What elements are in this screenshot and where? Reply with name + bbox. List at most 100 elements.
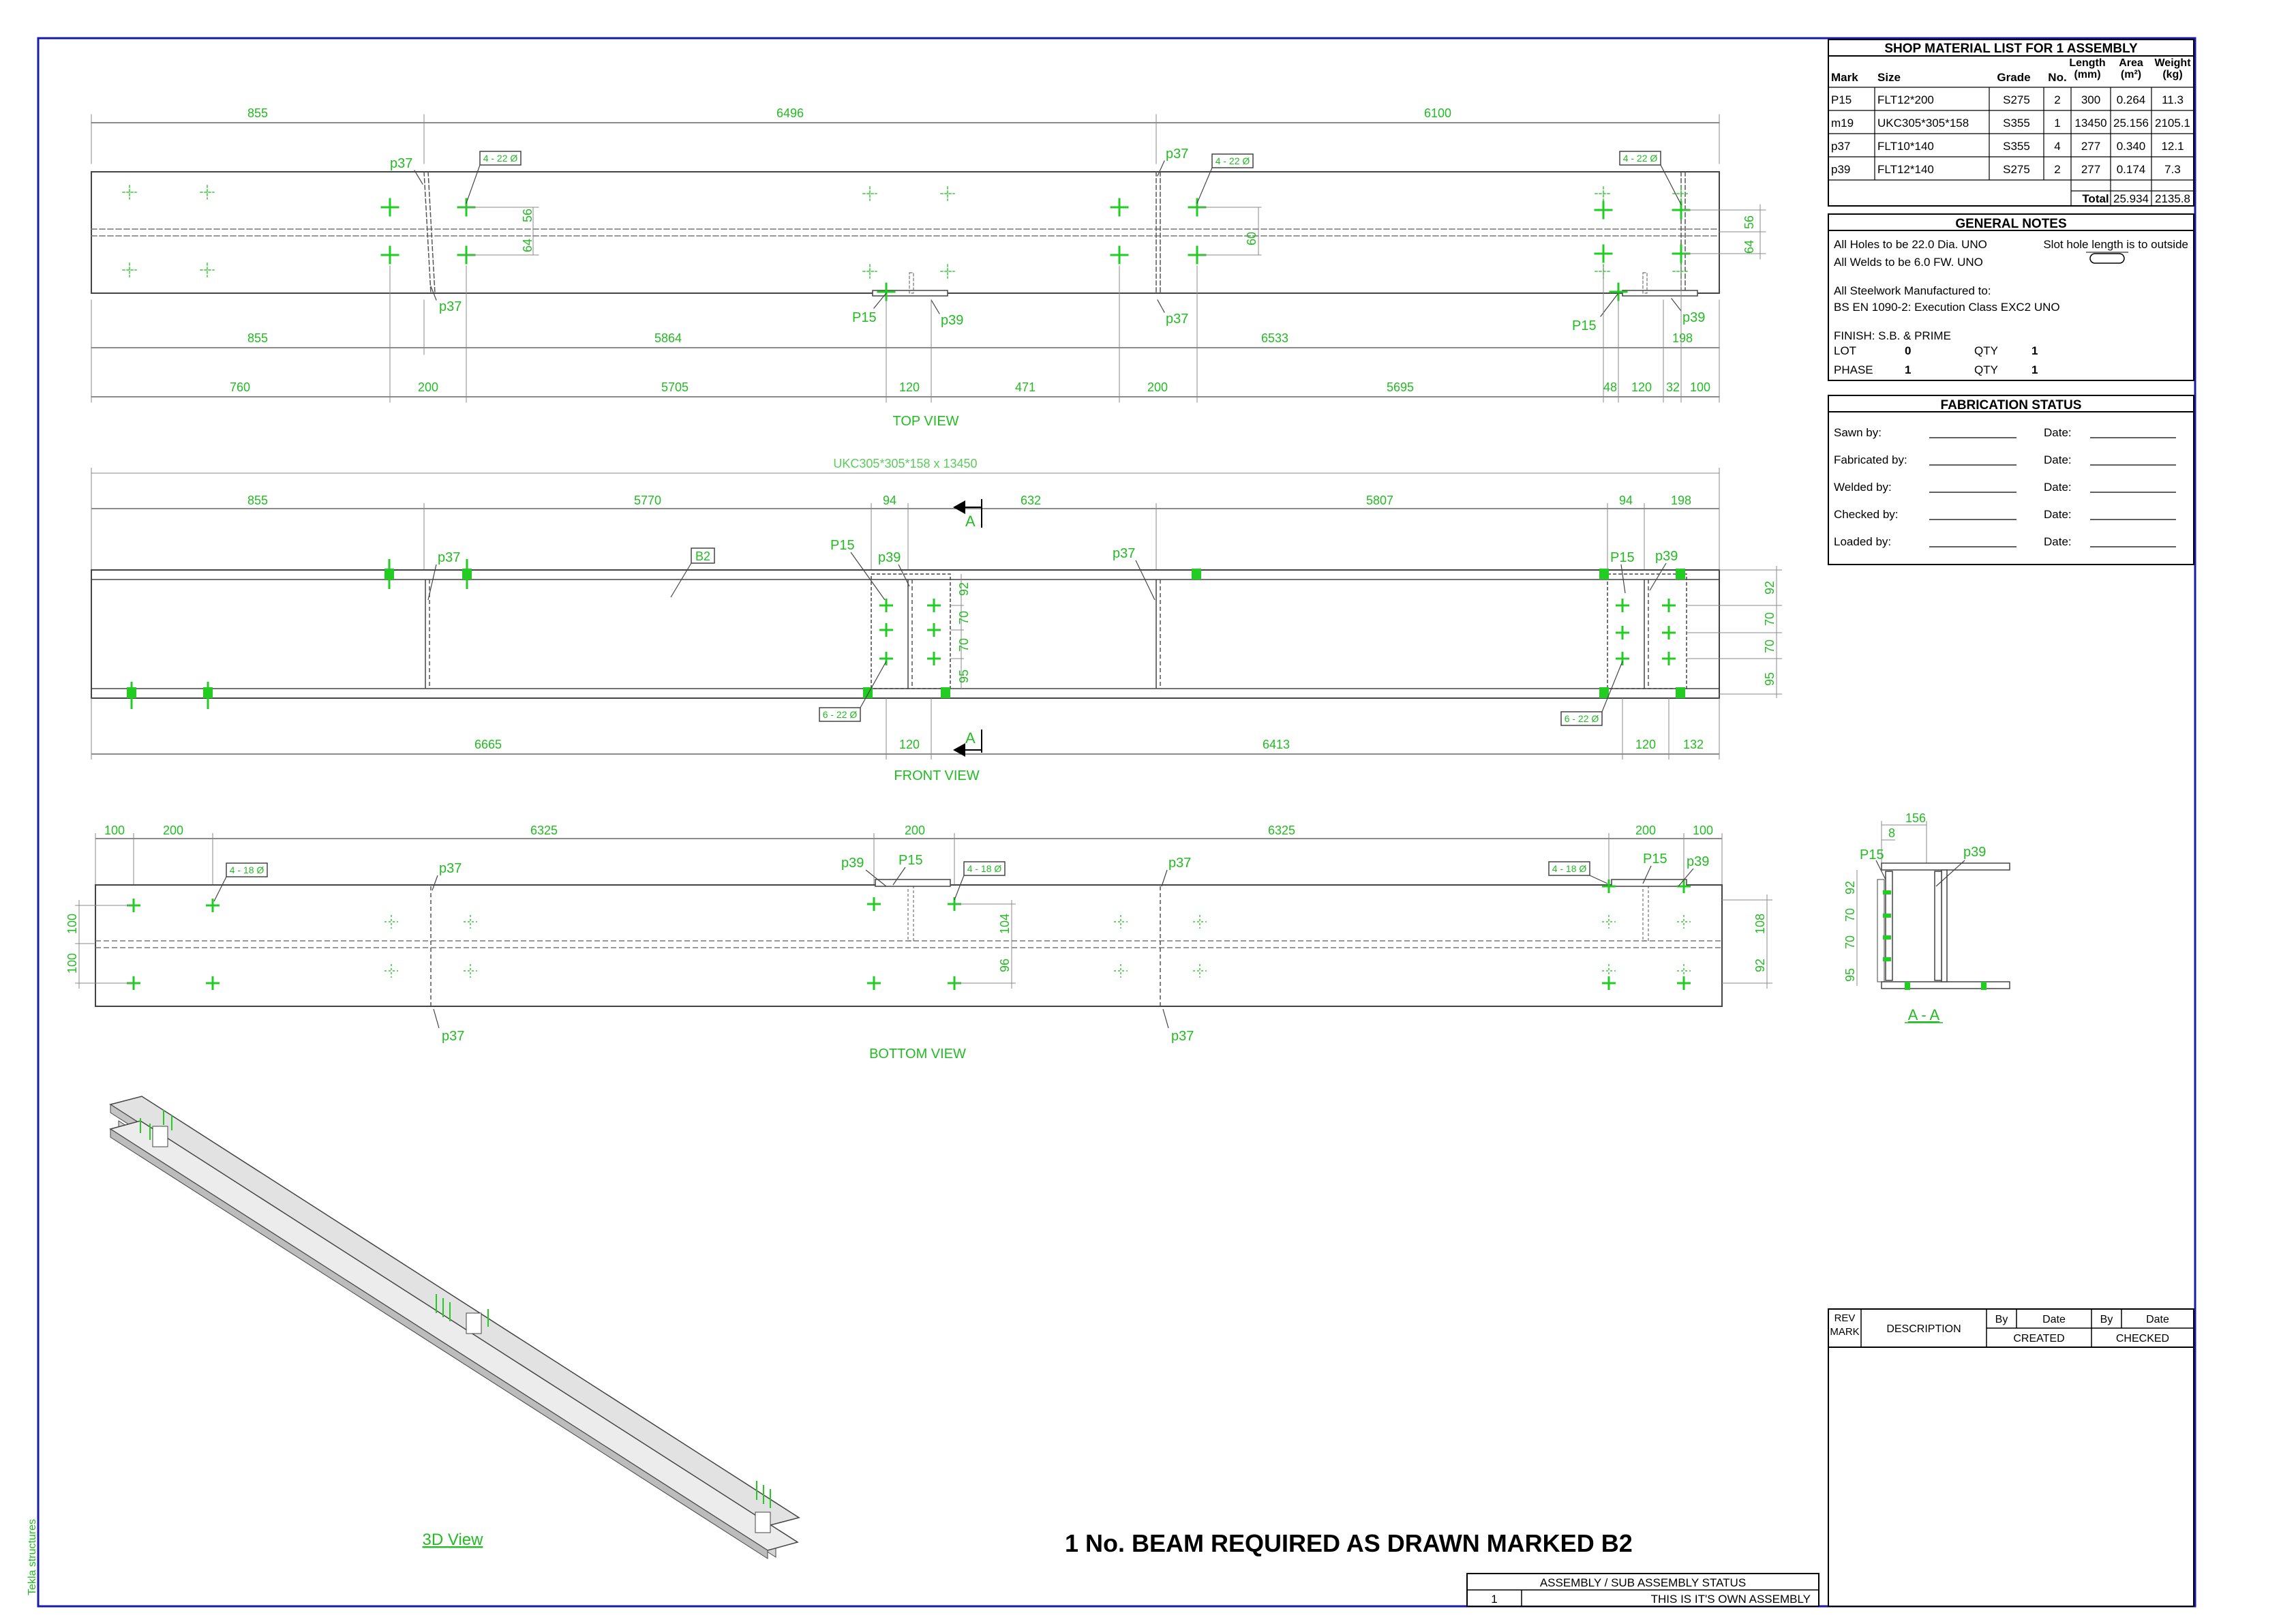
top-hole-tag-3: 4 - 22 Ø [1623, 153, 1658, 164]
ml-cell-r1-c1: UKC305*305*158 [1877, 117, 1969, 130]
section-vdim-2: 70 [1843, 908, 1857, 922]
front-dim-3: 94 [883, 494, 896, 507]
section-arrow-top [953, 500, 965, 514]
top-mark-p39-2: p39 [1682, 310, 1705, 325]
top-beam-outline [91, 171, 1720, 294]
bottom-mark-P15-2: P15 [1643, 852, 1667, 867]
note-qty-value: 1 [2031, 344, 2038, 357]
view-3d-label: 3D View [423, 1531, 484, 1549]
slot-hole-icon [2089, 253, 2125, 264]
revision-block: REV MARK DESCRIPTION By Date By Date CRE… [1828, 1308, 2194, 1607]
general-notes-title: GENERAL NOTES [1955, 217, 2066, 231]
front-mark-p39-1: p39 [878, 550, 901, 565]
ml-head-no: No. [2048, 71, 2066, 84]
ml-head-length: Length (mm) [2069, 57, 2106, 80]
front-vdim-right-2: 70 [1763, 612, 1777, 626]
ml-cell-r2-c4: 277 [2081, 140, 2100, 153]
note-manufactured: All Steelwork Manufactured to: [1834, 284, 1991, 297]
note-slot: Slot hole length is to outside [2043, 238, 2188, 251]
ml-cell-r0-c1: FLT12*200 [1877, 93, 1934, 106]
rev-by-created: By [1995, 1314, 2008, 1325]
ml-cell-r1-c4: 13450 [2074, 117, 2106, 130]
ml-head-grade: Grade [1997, 71, 2030, 84]
bottom-mark-p37-1: p37 [439, 861, 462, 876]
front-bot-dim-3: 6413 [1263, 738, 1290, 751]
ml-head-size: Size [1877, 71, 1901, 84]
rev-by-checked: By [2100, 1314, 2113, 1325]
ml-cell-r0-c2: S275 [2003, 93, 2030, 106]
bottom-dim-4: 200 [905, 824, 925, 837]
rev-description-header: DESCRIPTION [1886, 1323, 1961, 1335]
top-bot-dim-4: 120 [899, 380, 920, 394]
assembly-status-number: 1 [1491, 1593, 1497, 1606]
note-phase-label: PHASE [1834, 363, 1873, 376]
fab-row-date-label-0: Date: [2044, 426, 2072, 439]
rev-checked-label: CHECKED [2116, 1333, 2169, 1344]
fab-row-label-3: Checked by: [1834, 508, 1899, 521]
bottom-dim-2: 200 [163, 824, 183, 837]
front-dim-5: 5807 [1366, 494, 1393, 507]
fab-row-label-4: Loaded by: [1834, 535, 1891, 548]
top-bot-dim-11: 100 [1690, 380, 1710, 394]
bottom-dim-1: 100 [104, 824, 125, 837]
ml-head-mark: Mark [1831, 71, 1858, 84]
top-mark-p37-1: p37 [390, 156, 412, 171]
note-lot-value: 0 [1905, 344, 1911, 357]
top-mark-p37-4: p37 [1166, 312, 1188, 327]
section-aa-label: A - A [1908, 1006, 1940, 1023]
fab-row-date-label-3: Date: [2044, 508, 2072, 521]
section-mark-top: A [965, 513, 976, 530]
note-holes: All Holes to be 22.0 Dia. UNO [1834, 238, 1987, 251]
front-vdim-mid-2: 70 [957, 611, 971, 625]
top-mid-dim-4: 198 [1672, 331, 1693, 345]
ml-cell-r0-c3: 2 [2054, 93, 2060, 106]
top-hole-tag-2: 4 - 22 Ø [1215, 155, 1250, 166]
section-vdim-1: 92 [1843, 881, 1857, 894]
material-list-title: SHOP MATERIAL LIST FOR 1 ASSEMBLY [1884, 42, 2138, 56]
top-vdim-64: 64 [521, 239, 534, 252]
general-notes-box: GENERAL NOTES All Holes to be 22.0 Dia. … [1828, 213, 2194, 381]
ml-total-label: Total [2082, 192, 2109, 205]
top-bot-dim-3: 5705 [661, 380, 689, 394]
ml-cell-r2-c0: p37 [1831, 140, 1850, 153]
section-mark-bottom: A [965, 730, 976, 747]
top-mid-dim-3: 6533 [1261, 331, 1288, 345]
tekla-label: Tekla structures [27, 1519, 38, 1595]
top-vdim-right-64: 64 [1742, 240, 1756, 254]
note-qty2-value: 1 [2031, 363, 2038, 376]
front-dim-7: 198 [1671, 494, 1691, 507]
front-mark-p39-2: p39 [1655, 549, 1678, 564]
ml-cell-r3-c6: 7.3 [2164, 163, 2181, 176]
note-standard: BS EN 1090-2: Execution Class EXC2 UNO [1834, 301, 2060, 314]
front-view-label: FRONT VIEW [894, 768, 979, 783]
front-beam-outline [91, 569, 1720, 699]
ml-cell-r1-c3: 1 [2054, 117, 2060, 130]
front-mark-p37-2: p37 [1113, 546, 1135, 561]
bottom-mark-p39-1: p39 [841, 856, 864, 871]
rev-date-checked: Date [2146, 1314, 2169, 1325]
ml-cell-r0-c5: 0.264 [2117, 93, 2146, 106]
ml-total-weight: 2135.8 [2155, 192, 2190, 205]
bottom-mark-p37-4: p37 [1171, 1029, 1194, 1044]
top-dim-2: 6496 [776, 106, 804, 120]
fab-row-label-0: Sawn by: [1834, 426, 1882, 439]
front-bot-dim-2: 120 [899, 738, 920, 751]
top-hole-tag-1: 4 - 22 Ø [483, 153, 518, 164]
top-vdim-56: 56 [521, 209, 534, 222]
ml-cell-r1-c5: 25.156 [2113, 117, 2149, 130]
bottom-dim-5: 6325 [1268, 824, 1295, 837]
material-list-table: SHOP MATERIAL LIST FOR 1 ASSEMBLY Mark S… [1828, 39, 2194, 207]
top-mid-dim-2: 5864 [654, 331, 682, 345]
fab-row-label-2: Welded by: [1834, 481, 1892, 494]
bottom-dim-6: 200 [1635, 824, 1656, 837]
note-welds: All Welds to be 6.0 FW. UNO [1834, 256, 1983, 269]
section-dim-8: 8 [1888, 826, 1895, 840]
front-dim-4: 632 [1021, 494, 1041, 507]
assembly-title: 1 No. BEAM REQUIRED AS DRAWN MARKED B2 [1065, 1529, 1633, 1557]
bottom-vdim-left-2: 100 [65, 953, 79, 974]
ml-cell-r3-c0: p39 [1831, 163, 1850, 176]
bottom-vdim-right-2: 92 [1753, 959, 1767, 972]
bottom-dim-7: 100 [1693, 824, 1713, 837]
assembly-status-text: THIS IS IT'S OWN ASSEMBLY [1651, 1593, 1811, 1606]
bottom-vdim-mid-1: 104 [998, 914, 1012, 934]
